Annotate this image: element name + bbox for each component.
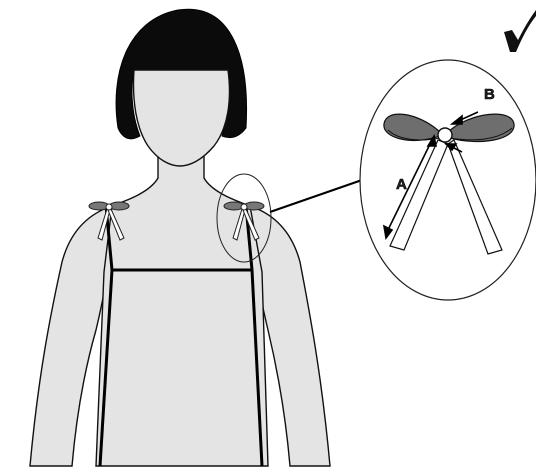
- label-a: A: [396, 176, 407, 193]
- detail-circle: [360, 60, 536, 300]
- face: [134, 70, 230, 166]
- bow-knot: [438, 128, 452, 142]
- checkmark-icon: [504, 10, 536, 52]
- leader-line: [270, 180, 362, 212]
- label-b: B: [484, 86, 495, 103]
- torso: [96, 150, 268, 466]
- figure: [30, 9, 330, 466]
- magnified-bow-detail: A B: [360, 60, 536, 300]
